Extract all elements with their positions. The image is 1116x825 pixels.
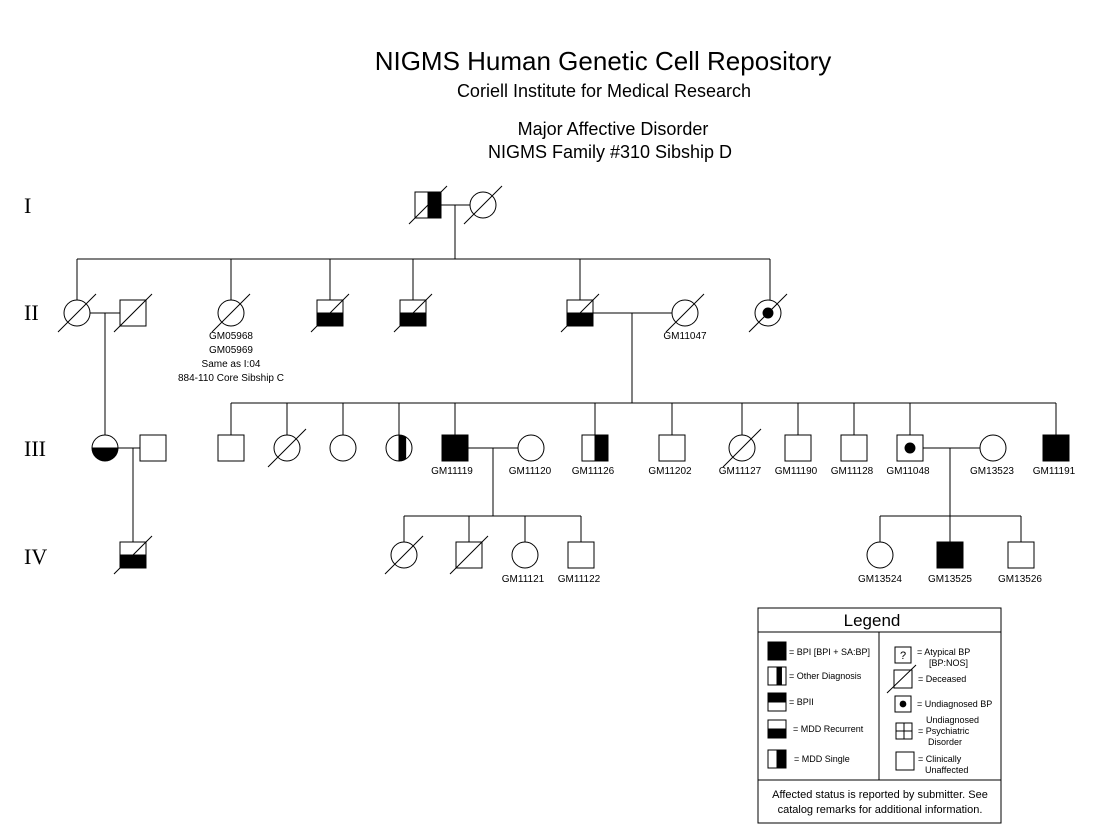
person-iii-2	[218, 435, 244, 461]
person-legend-sym-clinically-unaffected	[896, 752, 914, 770]
note-ii-2-line2: GM05969	[209, 345, 253, 356]
person-iv-4	[512, 542, 538, 568]
generation-label-iv: IV	[24, 544, 47, 569]
generation-label-ii: II	[24, 300, 39, 325]
person-iii-12-spouse	[980, 435, 1006, 461]
legend-deceased-symbol	[887, 665, 916, 693]
note-ii-2-line3: Same as I:04	[202, 359, 261, 370]
id-label-iii-6: GM11119	[431, 466, 473, 477]
id-label-iii-9: GM11127	[719, 466, 762, 477]
person-ii-5	[561, 294, 599, 332]
id-label-iii-7: GM11126	[572, 466, 615, 477]
disorder-title: Major Affective Disorder	[518, 119, 709, 139]
person-iv-6	[867, 542, 893, 568]
person-iv-8	[1008, 542, 1034, 568]
legend-note-line-1: Affected status is reported by submitter…	[772, 789, 988, 801]
person-iii-6-spouse	[518, 435, 544, 461]
person-iii-8	[659, 435, 685, 461]
person-iii-10	[785, 435, 811, 461]
person-ii-1-spouse	[114, 294, 152, 332]
person-iii-12	[897, 435, 923, 461]
person-i-mother	[464, 186, 502, 224]
id-label-iii-8: GM11202	[648, 466, 692, 477]
legend-atypical-text-1: = Atypical BP	[917, 647, 970, 657]
person-ii-2	[212, 294, 250, 332]
legend-psychiatric-symbol	[896, 723, 912, 739]
legend-deceased-text: = Deceased	[918, 674, 966, 684]
person-ii-4	[394, 294, 432, 332]
legend-title: Legend	[844, 611, 901, 630]
id-label-iii-10: GM11190	[775, 466, 818, 477]
person-legend-sym-undiagnosed-bp	[895, 696, 911, 712]
generation-label-i: I	[24, 193, 31, 218]
legend-note-line-2: catalog remarks for additional informati…	[778, 804, 983, 816]
individuals-layer	[58, 186, 1069, 574]
id-label-ii-2: GM05968	[209, 331, 253, 342]
person-iii-1	[92, 435, 118, 461]
legend-bpi-text: = BPI [BPI + SA:BP]	[789, 647, 870, 657]
legend: Legend = BPI [BPI + SA:BP] = Other Diagn…	[758, 608, 1001, 823]
legend-psych-text-1: Undiagnosed	[926, 715, 979, 725]
legend-atypical-bp-symbol	[895, 647, 911, 663]
note-ii-2-line4: 884-110 Core Sibship C	[178, 373, 284, 384]
person-legend-sym-mdd-recurrent	[768, 720, 786, 738]
id-label-iii-11: GM11128	[831, 466, 874, 477]
legend-bpii-text: = BPII	[789, 697, 814, 707]
person-iii-13	[1043, 435, 1069, 461]
id-label-iv-8: GM13526	[998, 574, 1042, 585]
id-label-iii-12-spouse: GM13523	[970, 466, 1014, 477]
person-iv-1	[114, 536, 152, 574]
legend-clinically-text-1: = Clinically	[918, 754, 962, 764]
person-iii-7	[582, 435, 608, 461]
page-title: NIGMS Human Genetic Cell Repository	[375, 46, 832, 76]
person-iv-5	[568, 542, 594, 568]
person-iv-7	[937, 542, 963, 568]
person-iii-3	[268, 429, 306, 467]
legend-other-diagnosis-text: = Other Diagnosis	[789, 671, 862, 681]
id-label-iii-12: GM11048	[886, 466, 930, 477]
person-ii-6	[749, 294, 787, 332]
person-iii-5	[386, 435, 412, 461]
person-legend-sym-other-diagnosis	[768, 667, 786, 685]
person-iii-1-spouse	[140, 435, 166, 461]
legend-atypical-text-2: [BP:NOS]	[929, 658, 968, 668]
id-label-iii-6-spouse: GM11120	[509, 466, 552, 477]
legend-atypical-question-mark: ?	[900, 650, 906, 662]
person-iii-4	[330, 435, 356, 461]
id-label-iv-5: GM11122	[558, 574, 601, 585]
id-label-iii-13: GM11191	[1033, 466, 1076, 477]
person-ii-1	[58, 294, 96, 332]
generation-label-iii: III	[24, 436, 46, 461]
pedigree-lines	[77, 205, 1056, 542]
person-legend-sym-bpii	[768, 693, 786, 711]
family-title: NIGMS Family #310 Sibship D	[488, 142, 732, 162]
id-label-iv-4: GM11121	[502, 574, 545, 585]
person-iii-11	[841, 435, 867, 461]
id-label-ii-5-spouse: GM11047	[663, 331, 707, 342]
id-label-iv-7: GM13525	[928, 574, 972, 585]
legend-clinically-text-2: Unaffected	[925, 765, 968, 775]
id-label-iv-6: GM13524	[858, 574, 902, 585]
legend-mdd-recurrent-text: = MDD Recurrent	[793, 724, 864, 734]
person-legend-sym-mdd-single	[768, 750, 786, 768]
person-iv-3	[450, 536, 488, 574]
person-i-father	[409, 186, 447, 224]
legend-psych-text-3: Disorder	[928, 737, 962, 747]
person-iv-2	[385, 536, 423, 574]
person-ii-5-spouse	[666, 294, 704, 332]
legend-psych-text-2: = Psychiatric	[918, 726, 970, 736]
person-iii-9	[723, 429, 761, 467]
legend-undiagnosed-bp-text: = Undiagnosed BP	[917, 699, 992, 709]
page-subtitle: Coriell Institute for Medical Research	[457, 81, 751, 101]
legend-mdd-single-text: = MDD Single	[794, 754, 850, 764]
person-iii-6	[442, 435, 468, 461]
person-ii-3	[311, 294, 349, 332]
person-legend-sym-bpi	[768, 642, 786, 660]
